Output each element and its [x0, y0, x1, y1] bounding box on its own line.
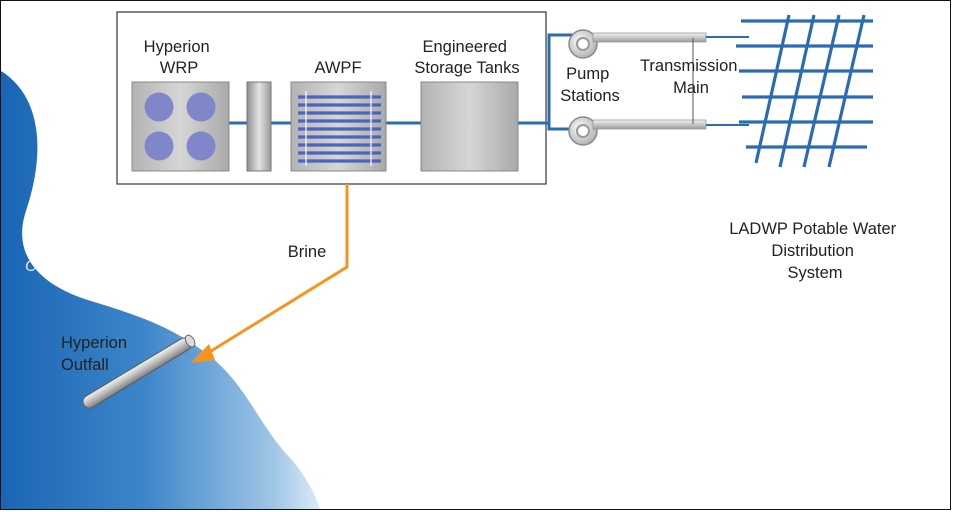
basin [144, 131, 174, 161]
basin [186, 92, 216, 122]
ladwp-label: LADWP Potable Water Distribution System [729, 220, 901, 282]
arrow-head-icon [191, 344, 215, 363]
awpf-filters [290, 81, 387, 172]
treated-water-pipeline [229, 33, 575, 131]
basin [144, 92, 174, 122]
brine-line [202, 184, 349, 358]
storage-tanks-label: Engineered Storage Tanks [414, 38, 519, 77]
hyperion-outfall-label: Hyperion Outfall [61, 334, 132, 374]
distribution-grid [736, 14, 873, 168]
brine-label: Brine [288, 243, 327, 261]
ocean-label: PACIFIC OCEAN [25, 231, 91, 275]
hyperion-wrp-basins [131, 81, 230, 172]
storage-tank [420, 81, 519, 172]
awpf-label: AWPF [314, 59, 361, 77]
hyperion-wrp-label: Hyperion WRP [144, 38, 215, 77]
outfall-pipe-icon [82, 334, 196, 409]
pretreatment-column [246, 81, 272, 172]
pump-station-bottom [568, 116, 707, 146]
transmission-main-label: Transmission Main [640, 57, 742, 97]
transmission-main [706, 36, 749, 126]
pump-stations-label: Pump Stations [560, 65, 620, 105]
pump-station-top [568, 29, 707, 59]
basin [186, 131, 216, 161]
pacific-ocean-area [1, 71, 321, 509]
